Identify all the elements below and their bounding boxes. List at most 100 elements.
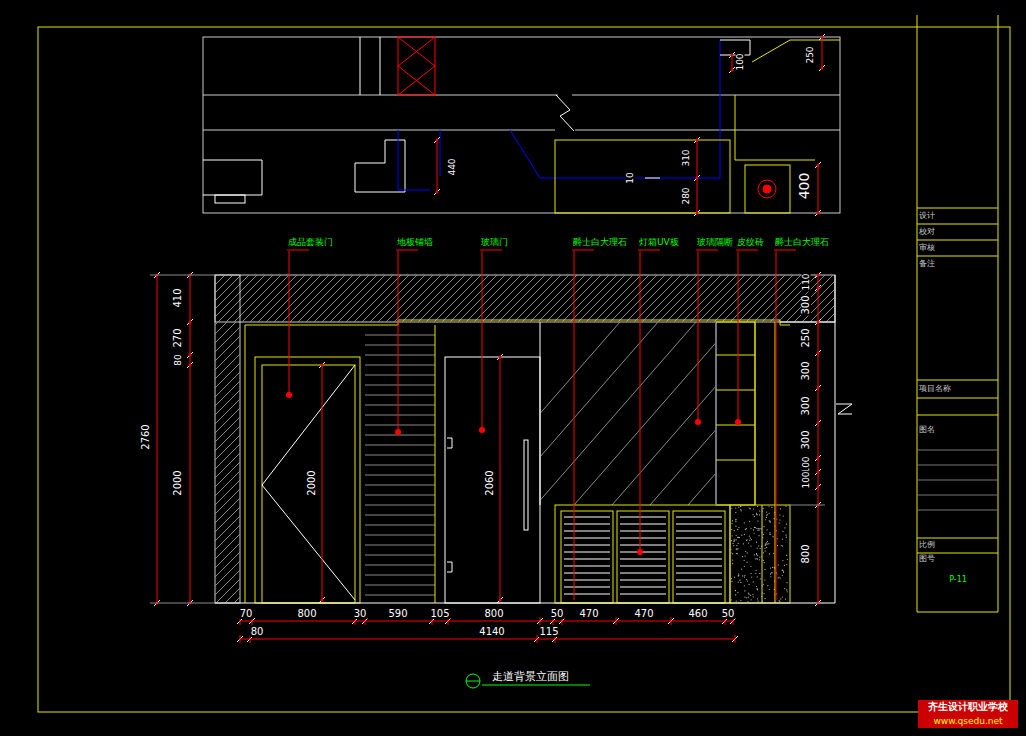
drawing-line bbox=[716, 460, 755, 461]
stone-speckle bbox=[732, 560, 733, 561]
drawing-line bbox=[365, 425, 435, 426]
title-block-text: P-11 bbox=[948, 576, 968, 584]
drawing-path bbox=[752, 40, 840, 62]
stone-speckle bbox=[757, 530, 758, 531]
stone-speckle bbox=[771, 572, 772, 573]
drawing-line bbox=[818, 275, 819, 603]
drawing-line bbox=[396, 250, 418, 251]
stone-speckle bbox=[786, 537, 787, 538]
dim-dot bbox=[817, 287, 820, 290]
stone-speckle bbox=[740, 505, 741, 506]
stone-panel bbox=[730, 505, 790, 603]
stone-speckle bbox=[759, 529, 760, 530]
dim-dot bbox=[321, 364, 324, 367]
drawing-line bbox=[365, 385, 435, 386]
material-callout: 爵士白大理石 bbox=[572, 238, 628, 247]
glass-hatch bbox=[540, 322, 716, 505]
stone-speckle bbox=[736, 600, 737, 601]
stone-speckle bbox=[767, 514, 768, 515]
stone-speckle bbox=[751, 576, 752, 577]
plan-cabinet bbox=[555, 140, 730, 213]
stone-speckle bbox=[766, 511, 767, 512]
drawing-line bbox=[564, 517, 610, 518]
dimension-text: 470 bbox=[633, 609, 654, 619]
stone-speckle bbox=[736, 545, 737, 546]
stone-speckle bbox=[766, 547, 767, 548]
drawing-line bbox=[917, 380, 998, 381]
stone-speckle bbox=[738, 537, 739, 538]
drawing-line bbox=[917, 398, 998, 399]
drawing-line bbox=[365, 395, 435, 396]
stone-speckle bbox=[759, 510, 760, 511]
drawing-line bbox=[696, 250, 718, 251]
drawing-line bbox=[819, 65, 825, 71]
drawing-line bbox=[365, 595, 435, 596]
drawing-line bbox=[697, 140, 698, 213]
drawing-line bbox=[620, 559, 666, 560]
drawing-line bbox=[365, 445, 435, 446]
stone-speckle bbox=[757, 514, 758, 515]
stone-speckle bbox=[756, 514, 757, 515]
stone-speckle bbox=[757, 520, 758, 521]
stone-speckle bbox=[759, 559, 760, 560]
drawing-line bbox=[434, 137, 440, 143]
dimension-text: 105 bbox=[429, 609, 450, 619]
stone-speckle bbox=[747, 552, 748, 553]
drawing-line bbox=[822, 37, 823, 68]
cabinet-door bbox=[617, 511, 669, 603]
drawing-line bbox=[537, 618, 543, 624]
stone-speckle bbox=[762, 537, 763, 538]
stone-speckle bbox=[736, 539, 737, 540]
stone-speckle bbox=[784, 565, 785, 566]
stone-speckle bbox=[750, 545, 751, 546]
stone-speckle bbox=[763, 508, 764, 509]
stone-speckle bbox=[769, 521, 770, 522]
drawing-line bbox=[815, 285, 821, 291]
stone-speckle bbox=[749, 521, 750, 522]
stone-speckle bbox=[744, 576, 745, 577]
drawing-line bbox=[187, 319, 193, 325]
drawing-line bbox=[676, 587, 722, 588]
stone-speckle bbox=[749, 536, 750, 537]
stone-speckle bbox=[747, 601, 748, 602]
stone-speckle bbox=[761, 528, 762, 529]
drawing-line bbox=[540, 322, 620, 505]
drawing-line bbox=[620, 566, 666, 567]
stone-speckle bbox=[742, 556, 743, 557]
drawing-line bbox=[215, 275, 257, 322]
drawing-line bbox=[676, 517, 722, 518]
dim-dot bbox=[817, 471, 820, 474]
ceiling-hatch bbox=[215, 275, 835, 322]
drawing-line bbox=[917, 465, 998, 466]
leader-dot bbox=[286, 392, 292, 398]
drawing-line bbox=[676, 538, 722, 539]
drawing-line bbox=[917, 256, 998, 257]
stone-speckle bbox=[757, 589, 758, 590]
stone-speckle bbox=[786, 582, 787, 583]
drawing-line bbox=[732, 55, 733, 70]
drawing-line bbox=[540, 322, 541, 505]
drawing-line bbox=[380, 37, 381, 95]
drawing-line bbox=[815, 319, 821, 325]
left-wall bbox=[215, 275, 240, 603]
drawing-line bbox=[466, 681, 480, 682]
dimension-text: 440 bbox=[448, 157, 457, 176]
leader-dot bbox=[695, 419, 701, 425]
dim-dot bbox=[499, 599, 502, 602]
drawing-line bbox=[640, 251, 641, 552]
stone-speckle bbox=[782, 570, 783, 571]
stone-speckle bbox=[786, 555, 787, 556]
stone-speckle bbox=[738, 543, 739, 544]
stone-speckle bbox=[756, 528, 757, 529]
drawing-line bbox=[537, 635, 538, 643]
stone-speckle bbox=[732, 543, 733, 544]
stone-speckle bbox=[762, 532, 763, 533]
watermark-text: 齐生设计职业学校 bbox=[927, 702, 1009, 712]
stone-speckle bbox=[735, 512, 736, 513]
stone-speckle bbox=[737, 553, 738, 554]
drawing-line bbox=[620, 517, 666, 518]
drawing-line bbox=[564, 566, 610, 567]
drawing-line bbox=[815, 162, 821, 168]
stone-speckle bbox=[751, 599, 752, 600]
